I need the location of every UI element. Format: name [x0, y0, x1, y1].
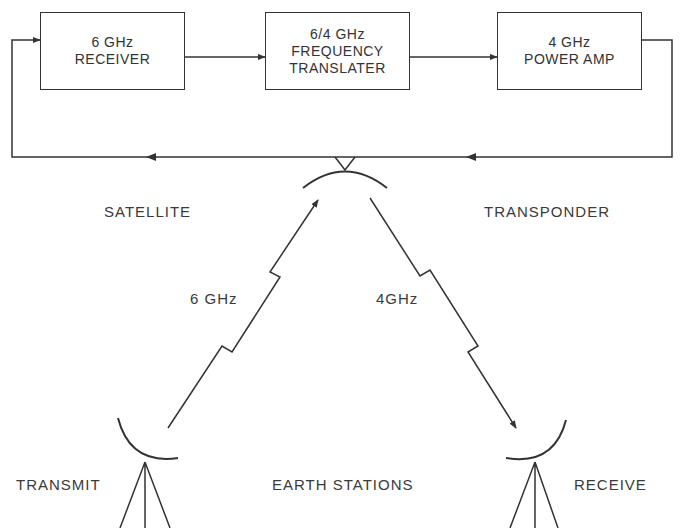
transmit-dish — [118, 418, 178, 459]
box-label: 6/4 GHz FREQUENCY TRANSLATER — [288, 26, 388, 77]
box-label: 6 GHz RECEIVER — [68, 34, 158, 68]
process-box: 6 GHz RECEIVER — [40, 12, 185, 90]
receive-tripod — [510, 462, 558, 528]
caption-label: TRANSMIT — [16, 476, 101, 493]
caption-label: EARTH STATIONS — [272, 476, 414, 493]
downlink-bolt — [370, 198, 516, 428]
process-box: 4 GHz POWER AMP — [497, 12, 642, 90]
caption-label: SATELLITE — [104, 203, 191, 220]
process-box: 6/4 GHz FREQUENCY TRANSLATER — [265, 12, 410, 90]
signal-connector — [185, 56, 265, 58]
caption-label: TRANSPONDER — [484, 203, 610, 220]
box-label: 4 GHz POWER AMP — [522, 34, 617, 68]
caption-label: 6 GHz — [190, 290, 238, 307]
caption-label: RECEIVE — [574, 476, 647, 493]
signal-connector — [410, 56, 497, 58]
uplink-bolt — [168, 200, 318, 428]
receive-dish — [506, 420, 566, 459]
satellite-dish — [303, 172, 387, 189]
transmit-tripod — [120, 462, 170, 528]
dish-feed — [335, 157, 355, 170]
caption-label: 4GHz — [376, 290, 418, 307]
